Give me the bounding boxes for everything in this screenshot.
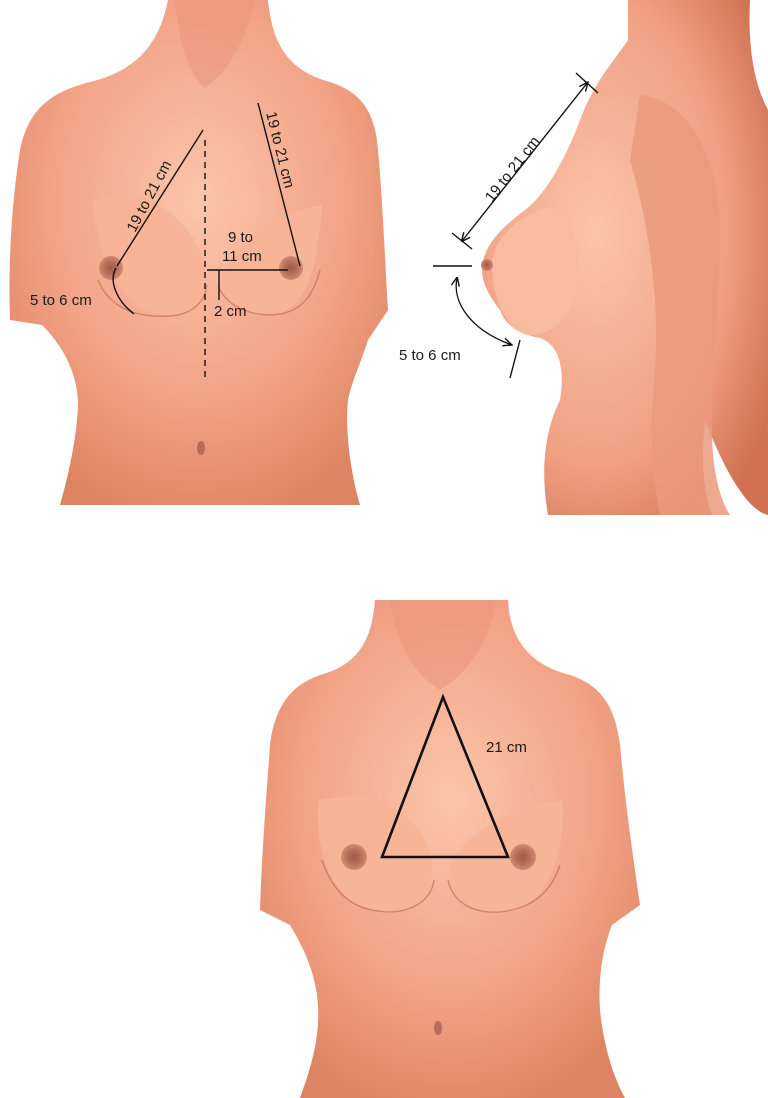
front-nipple-midline-label-1: 9 to [228,229,253,246]
side-notch-tick [576,73,598,93]
front-offset-label: 2 cm [214,303,247,320]
side-notch-label: 19 to 21 cm [482,133,544,205]
side-fold-line [510,340,520,378]
front-nipple-fold-label: 5 to 6 cm [30,292,92,309]
front-right-areola [279,256,303,280]
front-left-areola [99,256,123,280]
triangle-navel [434,1021,442,1035]
side-nipple-fold-label: 5 to 6 cm [399,347,461,364]
triangle-left-areola [341,844,367,870]
triangle-side-label: 21 cm [486,739,527,756]
side-nipple [481,259,493,271]
front-view: 19 to 21 cm 19 to 21 cm 9 to 11 cm 2 cm … [9,0,388,505]
side-nipple-tick [452,233,472,249]
triangle-right-areola [510,844,536,870]
front-navel [197,441,205,455]
side-view: 19 to 21 cm 5 to 6 cm [399,0,768,515]
front-nipple-midline-label-2: 11 cm [222,248,262,265]
triangle-view: 21 cm [260,600,640,1098]
